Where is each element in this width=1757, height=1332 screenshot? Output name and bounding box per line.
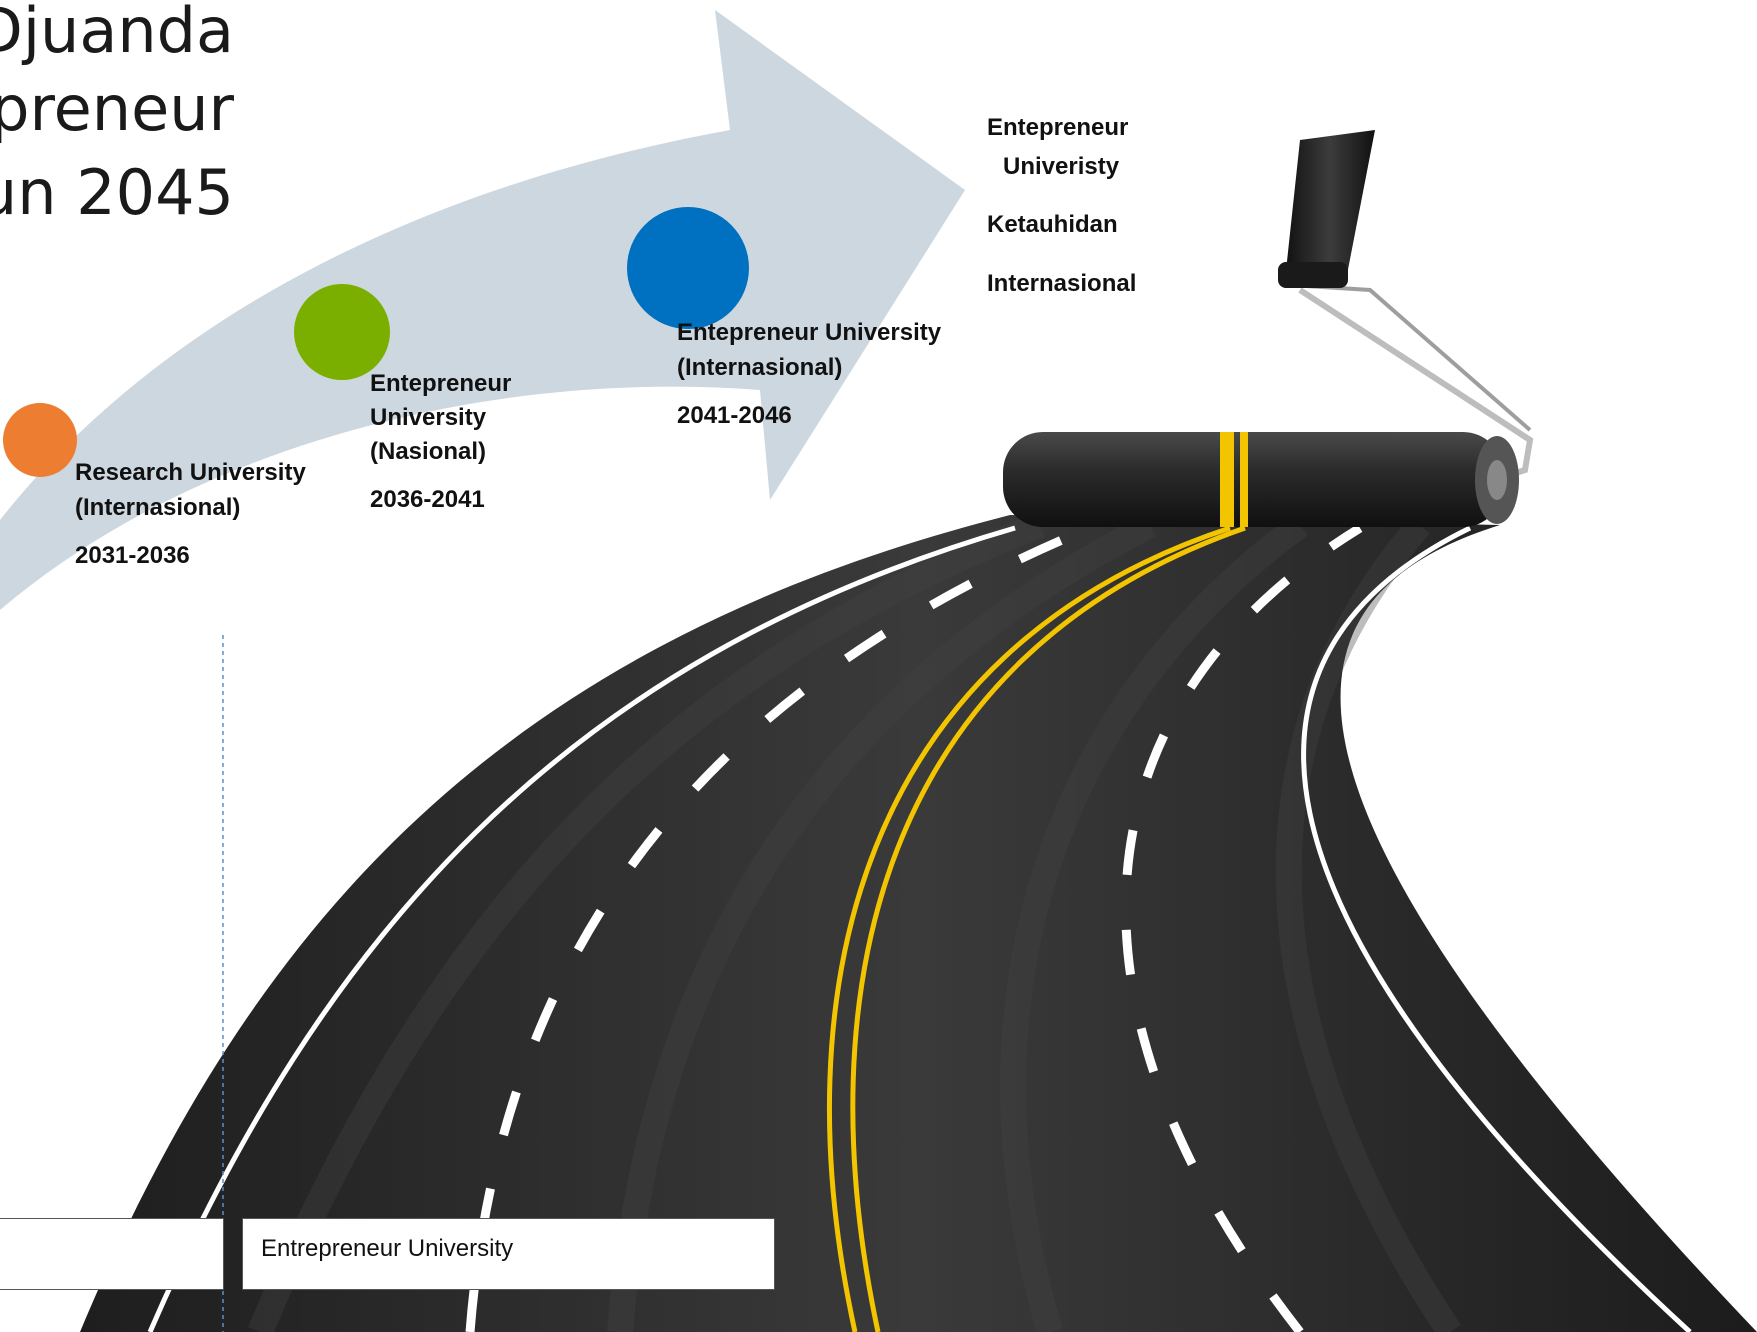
paint-roller-icon [1003, 130, 1534, 527]
road-edge-left [147, 525, 1016, 1332]
milestone-circle-national [294, 284, 390, 380]
goal-line-1: Entepreneur [987, 114, 1129, 141]
goal-line-4: Internasional [987, 270, 1137, 297]
title-line-2: preneur [0, 72, 234, 145]
timeline-box-entrepreneur: Entrepreneur University [242, 1218, 775, 1290]
center-line-b [850, 525, 1246, 1332]
milestone-national-scope: (Nasional) [370, 438, 487, 465]
timeline-box-left [0, 1218, 224, 1290]
title-line-3: un 2045 [0, 156, 234, 229]
milestone-research-scope: (Internasional) [75, 494, 241, 521]
milestone-national-name-b: University [370, 404, 487, 431]
lane-marker-right [1121, 524, 1363, 1332]
milestone-national-period: 2036-2041 [370, 486, 485, 513]
road-shading [248, 512, 1461, 1332]
road-edge-right [1301, 525, 1692, 1332]
lane-marker-left [465, 523, 1092, 1332]
road [80, 515, 1757, 1332]
milestone-circle-research [3, 403, 77, 477]
goal-line-3: Ketauhidan [987, 211, 1118, 238]
milestone-international-scope: (Internasional) [677, 354, 843, 381]
milestone-research-period: 2031-2036 [75, 542, 190, 569]
goal-line-2: Univeristy [1003, 153, 1120, 180]
milestone-national-name-a: Entepreneur [370, 370, 512, 397]
milestone-international-period: 2041-2046 [677, 402, 792, 429]
milestone-research-name: Research University [75, 459, 306, 486]
title-line-1: Djuanda [0, 0, 234, 67]
milestone-circle-international [627, 207, 749, 329]
milestone-international-name: Entepreneur University [677, 319, 942, 346]
center-line-a [827, 525, 1231, 1332]
progress-arrow [0, 10, 965, 610]
